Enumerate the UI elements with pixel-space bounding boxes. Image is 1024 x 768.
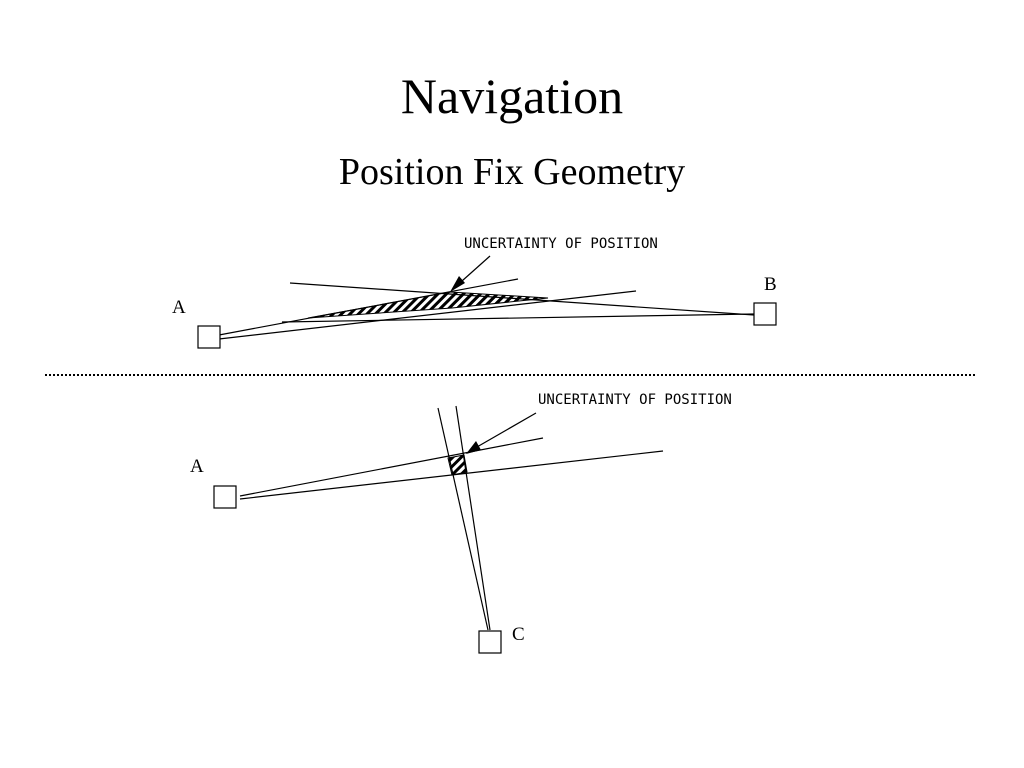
bottom-bearing-line-a2 — [239, 450, 664, 500]
bottom-callout-leader — [469, 412, 537, 452]
top-bearing-line-b1 — [289, 282, 755, 316]
bottom-diagram: UNCERTAINTY OF POSITION A C — [190, 392, 732, 654]
top-bearing-line-a2 — [218, 290, 637, 340]
top-uncertainty-label: UNCERTAINTY OF POSITION — [464, 236, 658, 252]
bottom-station-a-marker — [213, 485, 237, 509]
bottom-uncertainty-label: UNCERTAINTY OF POSITION — [538, 392, 732, 408]
bottom-station-c-label: C — [512, 624, 525, 645]
slide-title: Navigation — [400, 68, 624, 124]
top-station-a-marker — [197, 325, 221, 349]
bottom-bearing-line-c1 — [437, 407, 489, 631]
top-station-a-label: A — [172, 297, 186, 318]
top-station-b-label: B — [764, 274, 777, 295]
top-diagram: UNCERTAINTY OF POSITION A B — [172, 236, 777, 349]
bottom-bearing-line-a1 — [239, 437, 544, 497]
bottom-station-a-label: A — [190, 456, 204, 477]
slide-subtitle: Position Fix Geometry — [338, 151, 686, 193]
bottom-station-c-marker — [478, 630, 502, 654]
bottom-uncertainty-region — [447, 454, 468, 476]
top-callout-arrowhead — [450, 276, 465, 292]
top-bearing-line-a1 — [218, 278, 519, 336]
bottom-bearing-line-c2 — [455, 405, 491, 631]
top-bearing-line-b2 — [281, 313, 755, 323]
top-station-b-marker — [753, 302, 777, 326]
